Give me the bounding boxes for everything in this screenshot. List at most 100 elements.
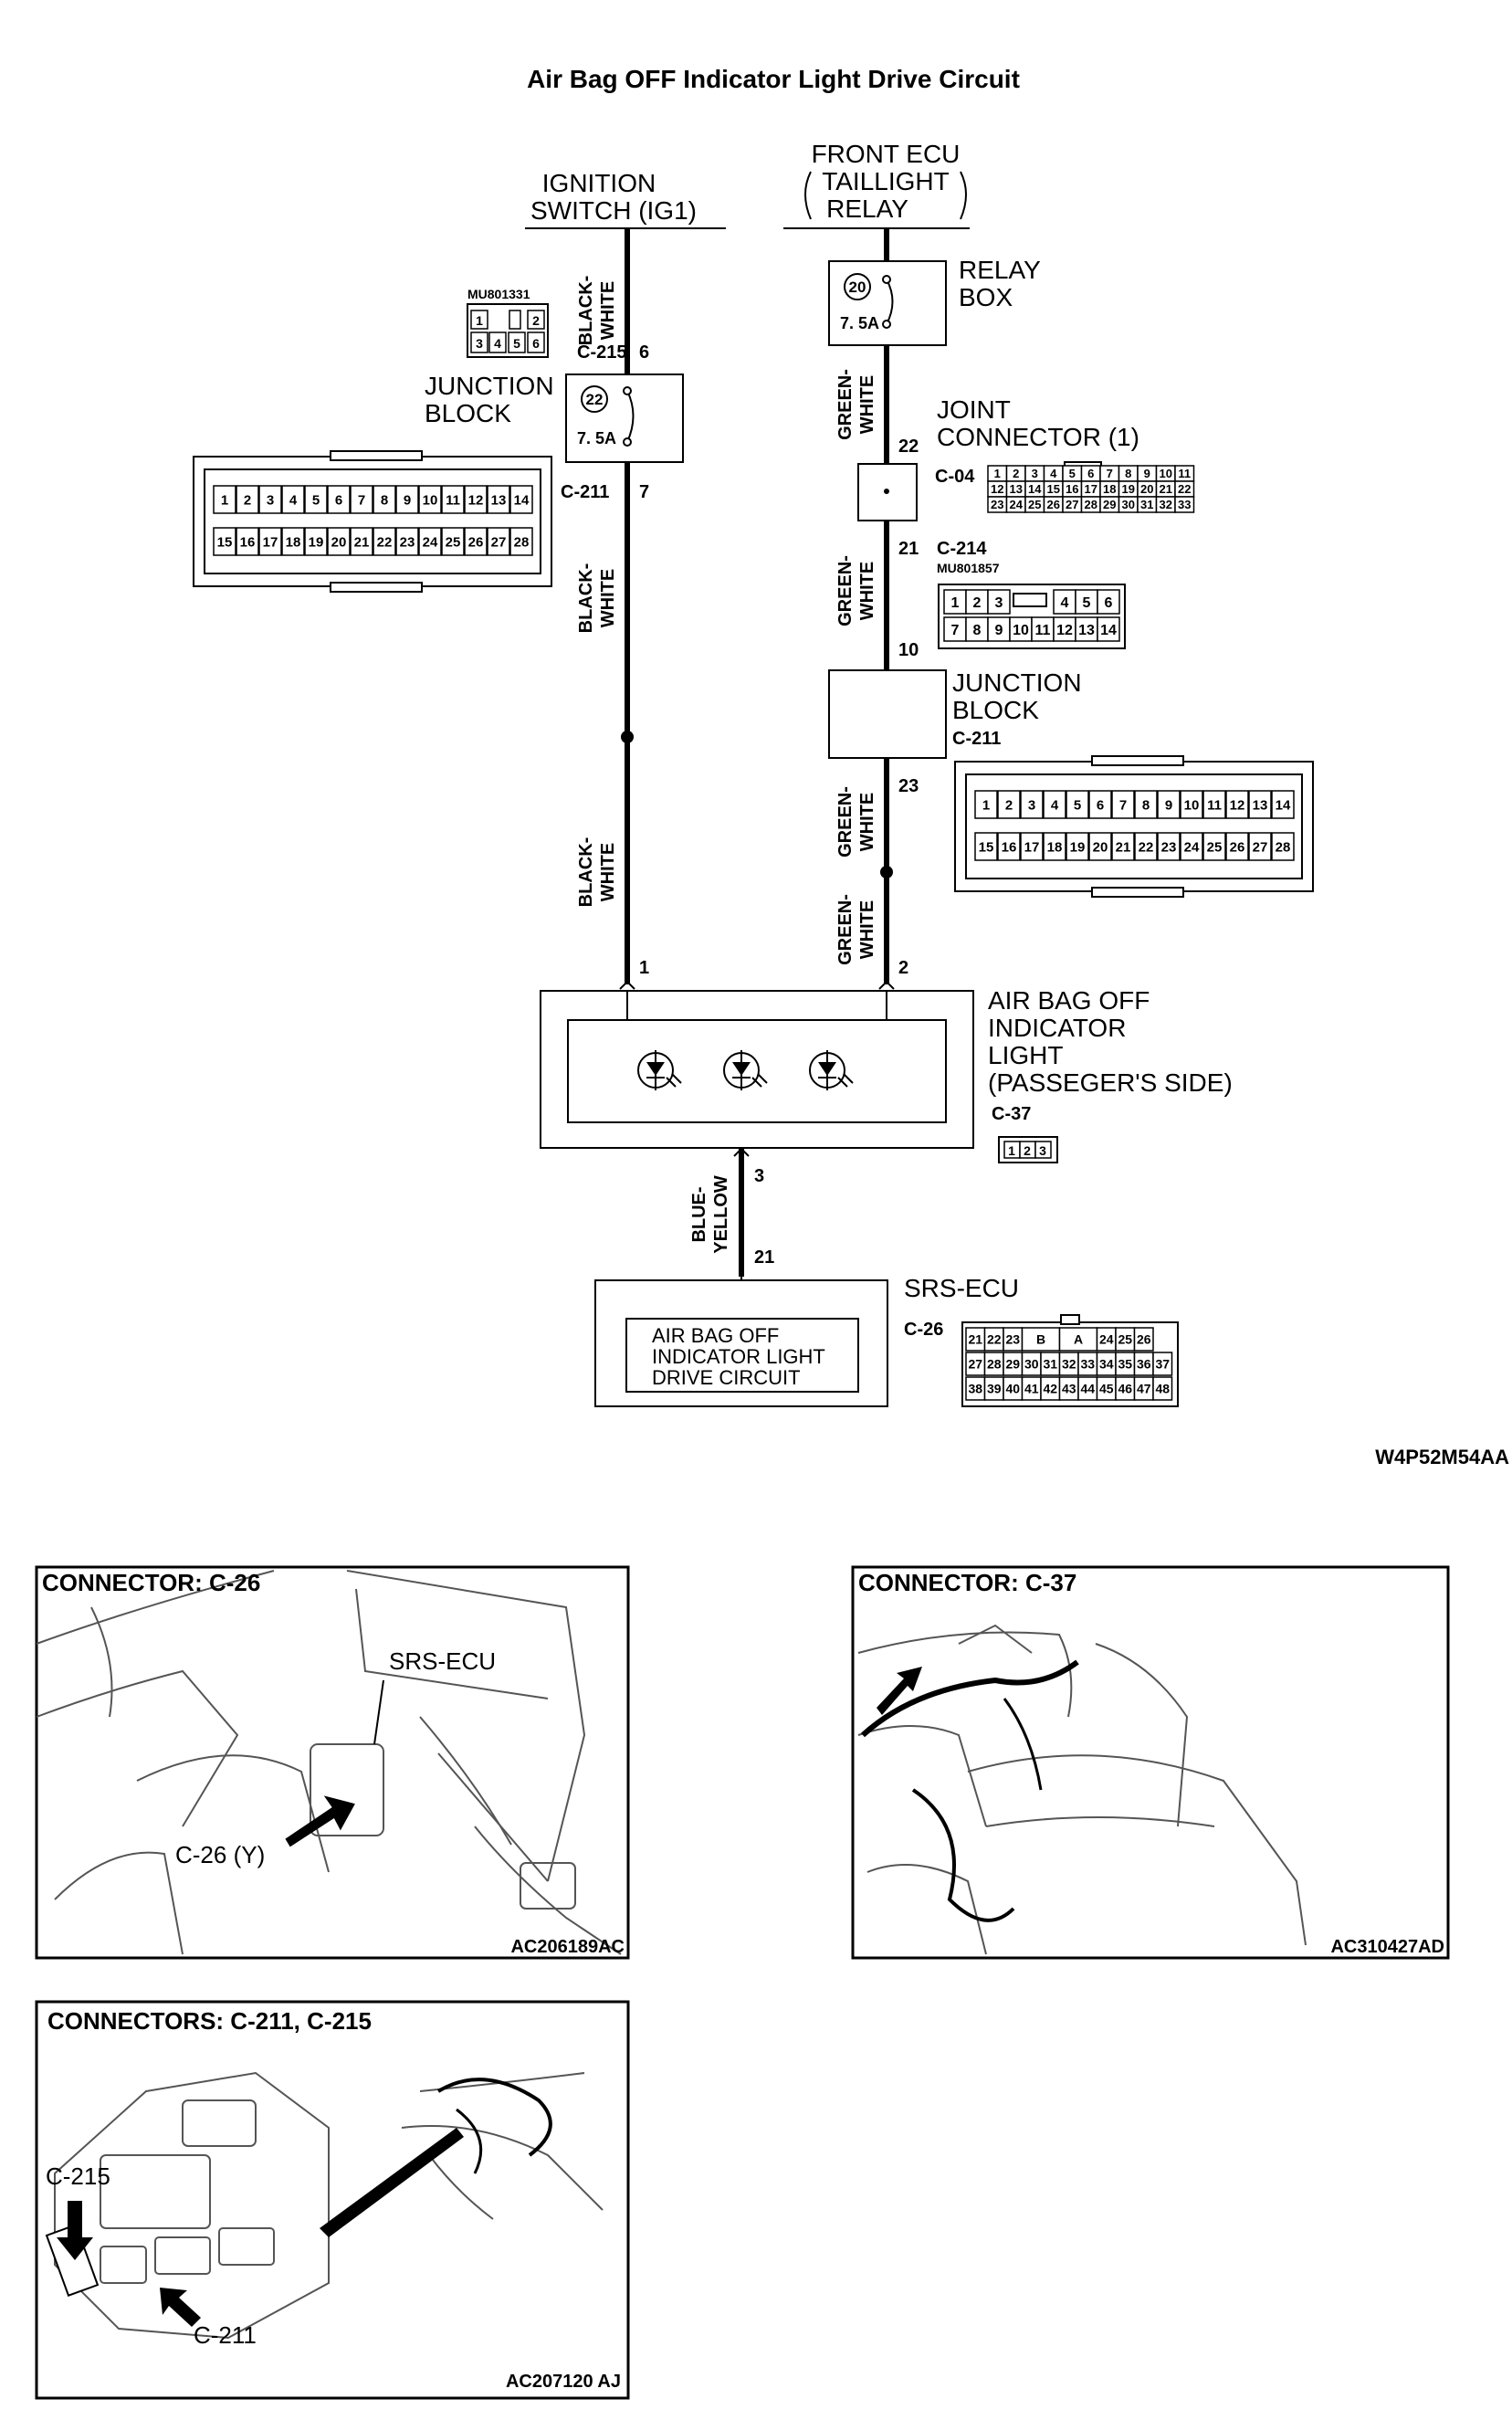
taillight-label: TAILLIGHT [822, 167, 950, 195]
svg-text:WHITE: WHITE [598, 281, 618, 340]
connector-pin-cell [1202, 832, 1226, 861]
connector-pin-number: 3 [267, 492, 274, 508]
connector-pin-number: 4 [289, 492, 298, 508]
connector-pin-number: 10 [1160, 467, 1172, 480]
connector-pin-number: 12 [1230, 797, 1245, 813]
connector-pin-cell [1020, 790, 1044, 819]
connector-pin-number: 8 [1142, 797, 1150, 813]
connector-pin-cell [373, 527, 396, 556]
fuse-20-rating: 7. 5A [840, 314, 879, 332]
junction-block-right [828, 669, 947, 759]
connector-pin-number: 5 [1069, 467, 1076, 480]
panel-c211-c215-code: AC207120 AJ [506, 2372, 621, 2392]
connector-pin-number: 26 [468, 534, 484, 550]
connector-pin-number: 22 [1139, 839, 1154, 855]
fuse-20-badge [844, 273, 871, 300]
connector-pin-number: 30 [1024, 1357, 1039, 1372]
connector-pin-number: 26 [1137, 1332, 1151, 1347]
connector-pin-cell [1075, 589, 1098, 615]
terminal-arrow-1 [619, 980, 635, 990]
connector-pin-number: 6 [1105, 595, 1113, 611]
connector-pin-cell [1075, 616, 1098, 642]
connector-pin-number: 35 [1118, 1357, 1132, 1372]
connector-pin-number: 36 [1137, 1357, 1151, 1372]
led-2 [723, 1050, 768, 1090]
connector-pin-cell [509, 527, 533, 556]
connector-pin-number: 11 [1207, 797, 1222, 813]
connector-pin-number: 26 [1230, 839, 1245, 855]
connector-pin-number: 1 [982, 797, 990, 813]
junction-block-right-label-1: JUNCTION [952, 668, 1082, 697]
c04-label: C-04 [935, 467, 975, 487]
connector-pin-cell [1271, 790, 1295, 819]
panel-c211-label: C-211 [194, 2321, 257, 2349]
c37-connector: 1 2 3 [998, 1136, 1058, 1163]
connector-pin-number: 24 [423, 534, 438, 550]
connector-pin-number: 21 [354, 534, 370, 550]
connector-pin-number: 11 [1178, 467, 1191, 480]
connector-pin-number: 32 [1062, 1357, 1076, 1372]
connector-pin-number: 16 [240, 534, 256, 550]
pin-ind-2: 2 [898, 958, 908, 978]
junction-block-top-label-1: JUNCTION [425, 372, 554, 400]
connector-pin-cell [997, 790, 1021, 819]
pin-ecu-21: 21 [754, 1247, 774, 1268]
connector-pin-number: 25 [446, 534, 461, 550]
connector-pin-cell [327, 527, 351, 556]
connector-pin-number: 14 [1100, 623, 1117, 638]
connector-pin-number: 13 [1078, 623, 1095, 638]
connector-pin-cell [1134, 832, 1158, 861]
connector-pin-number: 23 [1161, 839, 1177, 855]
connector-pin-cell [395, 485, 419, 514]
connector-pin-cell [1043, 832, 1066, 861]
connector-pin-cell [1066, 790, 1089, 819]
joint-connector-label-2: CONNECTOR (1) [937, 423, 1139, 451]
led-3 [809, 1050, 854, 1090]
connector-pin-number: 25 [1028, 498, 1041, 511]
svg-text:2: 2 [1024, 1143, 1031, 1158]
connector-pin-cell [1088, 832, 1112, 861]
paren-left [804, 171, 812, 220]
connector-pin-number: 2 [973, 595, 982, 611]
connector-pin-number: 22 [1178, 482, 1191, 496]
connector-pin-number: 14 [1028, 482, 1042, 496]
svg-text:BLACK-: BLACK- [576, 276, 596, 346]
connector-pin-cell [418, 485, 442, 514]
connector-pin-number: 21 [968, 1332, 982, 1347]
wire-label-right-3: GREEN- WHITE [835, 786, 877, 858]
panel-c26-connector-label: C-26 (Y) [175, 1841, 265, 1868]
connector-pin-number: 44 [1080, 1382, 1095, 1396]
fuse-22-terminal-a [623, 386, 632, 395]
connector-pin-cell [304, 485, 328, 514]
connector-pin-cell [304, 527, 328, 556]
connector-pin-number: 28 [987, 1357, 1002, 1372]
connector-pin-cell [395, 527, 419, 556]
panel-c215-label: C-215 [46, 2162, 110, 2190]
panel-c211-c215 [35, 2000, 630, 2400]
connector-pin-number: 3 [1028, 797, 1035, 813]
connector-pin-cell [1066, 832, 1089, 861]
fuse-20-terminal-a [882, 275, 891, 284]
connector-pin-cell [1088, 790, 1112, 819]
indicator-light-inner [567, 1019, 947, 1123]
connector-pin-cell [1157, 832, 1181, 861]
connector-pin-cell [236, 527, 259, 556]
connector-latch-bottom [1091, 887, 1184, 898]
terminal-arrow-2 [878, 980, 895, 990]
connector-pin-number: 28 [514, 534, 530, 550]
relay-box-label-2: BOX [959, 283, 1013, 311]
connector-pin-number: 9 [404, 492, 411, 508]
wire-label-right-4: GREEN- WHITE [835, 894, 877, 965]
c215-label: C-215 [577, 342, 626, 363]
connector-pin-number: 16 [1002, 839, 1017, 855]
connector-pin-cell [1111, 832, 1135, 861]
indicator-label-1: AIR BAG OFF [988, 986, 1150, 1015]
connector-pin-number: 21 [1160, 482, 1172, 496]
ignition-label-2: SWITCH (IG1) [530, 196, 697, 225]
connector-pin-cell [213, 527, 236, 556]
connector-pin-cell [1180, 790, 1203, 819]
connector-pin-number: 7 [1107, 467, 1113, 480]
connector-pin-number: 18 [286, 534, 301, 550]
